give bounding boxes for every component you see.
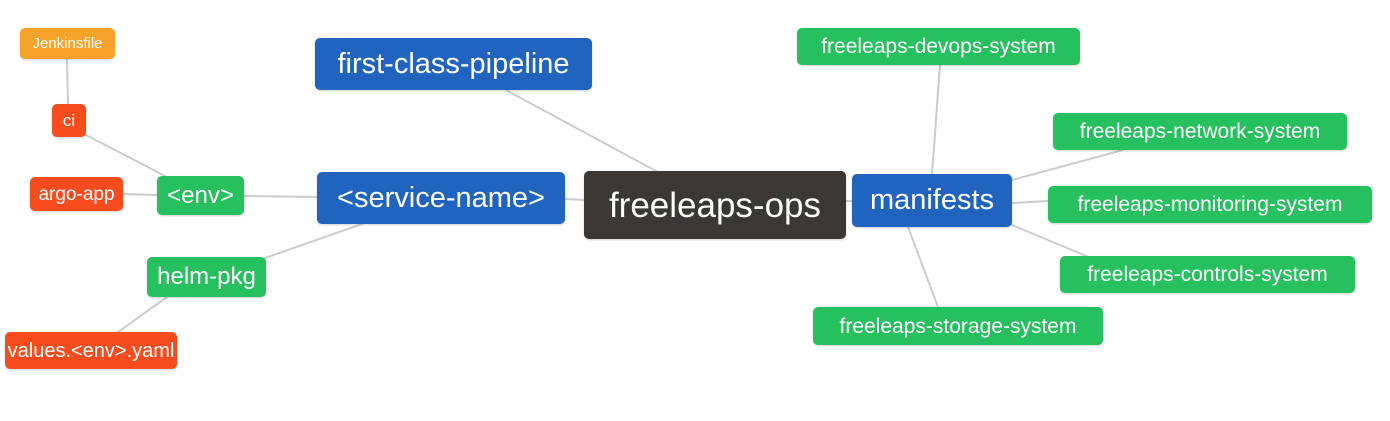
node-label-freeleaps-monitoring-system: freeleaps-monitoring-system — [1077, 193, 1343, 216]
node-service-name[interactable]: <service-name> — [317, 172, 565, 224]
node-first-class-pipeline[interactable]: first-class-pipeline — [315, 38, 592, 90]
node-argo-app[interactable]: argo-app — [30, 177, 123, 211]
node-label-values-env-yaml: values.<env>.yaml — [7, 339, 175, 362]
node-manifests[interactable]: manifests — [852, 174, 1012, 227]
node-label-freeleaps-devops-system: freeleaps-devops-system — [821, 35, 1056, 58]
node-freeleaps-storage-system[interactable]: freeleaps-storage-system — [813, 307, 1103, 345]
node-label-service-name: <service-name> — [337, 181, 545, 214]
node-label-freeleaps-controls-system: freeleaps-controls-system — [1087, 263, 1328, 286]
node-helm-pkg[interactable]: helm-pkg — [147, 257, 266, 297]
node-label-manifests: manifests — [869, 184, 995, 216]
node-label-argo-app: argo-app — [38, 183, 115, 205]
node-ci[interactable]: ci — [52, 104, 86, 137]
node-label-ci: ci — [62, 111, 76, 130]
node-label-first-class-pipeline: first-class-pipeline — [337, 47, 570, 80]
node-freeleaps-devops-system[interactable]: freeleaps-devops-system — [797, 28, 1080, 65]
node-label-helm-pkg: helm-pkg — [157, 263, 256, 290]
node-freeleaps-network-system[interactable]: freeleaps-network-system — [1053, 113, 1347, 150]
node-env[interactable]: <env> — [157, 176, 244, 215]
node-label-env: <env> — [167, 181, 234, 209]
node-freeleaps-ops[interactable]: freeleaps-ops — [584, 171, 846, 239]
node-label-jenkinsfile: Jenkinsfile — [32, 35, 103, 52]
node-label-freeleaps-storage-system: freeleaps-storage-system — [839, 314, 1077, 338]
node-label-freeleaps-network-system: freeleaps-network-system — [1079, 120, 1321, 143]
node-freeleaps-controls-system[interactable]: freeleaps-controls-system — [1060, 256, 1355, 293]
node-values-env-yaml[interactable]: values.<env>.yaml — [5, 332, 177, 369]
node-freeleaps-monitoring-system[interactable]: freeleaps-monitoring-system — [1048, 186, 1372, 223]
node-jenkinsfile[interactable]: Jenkinsfile — [20, 28, 115, 59]
node-label-freeleaps-ops: freeleaps-ops — [608, 185, 822, 225]
